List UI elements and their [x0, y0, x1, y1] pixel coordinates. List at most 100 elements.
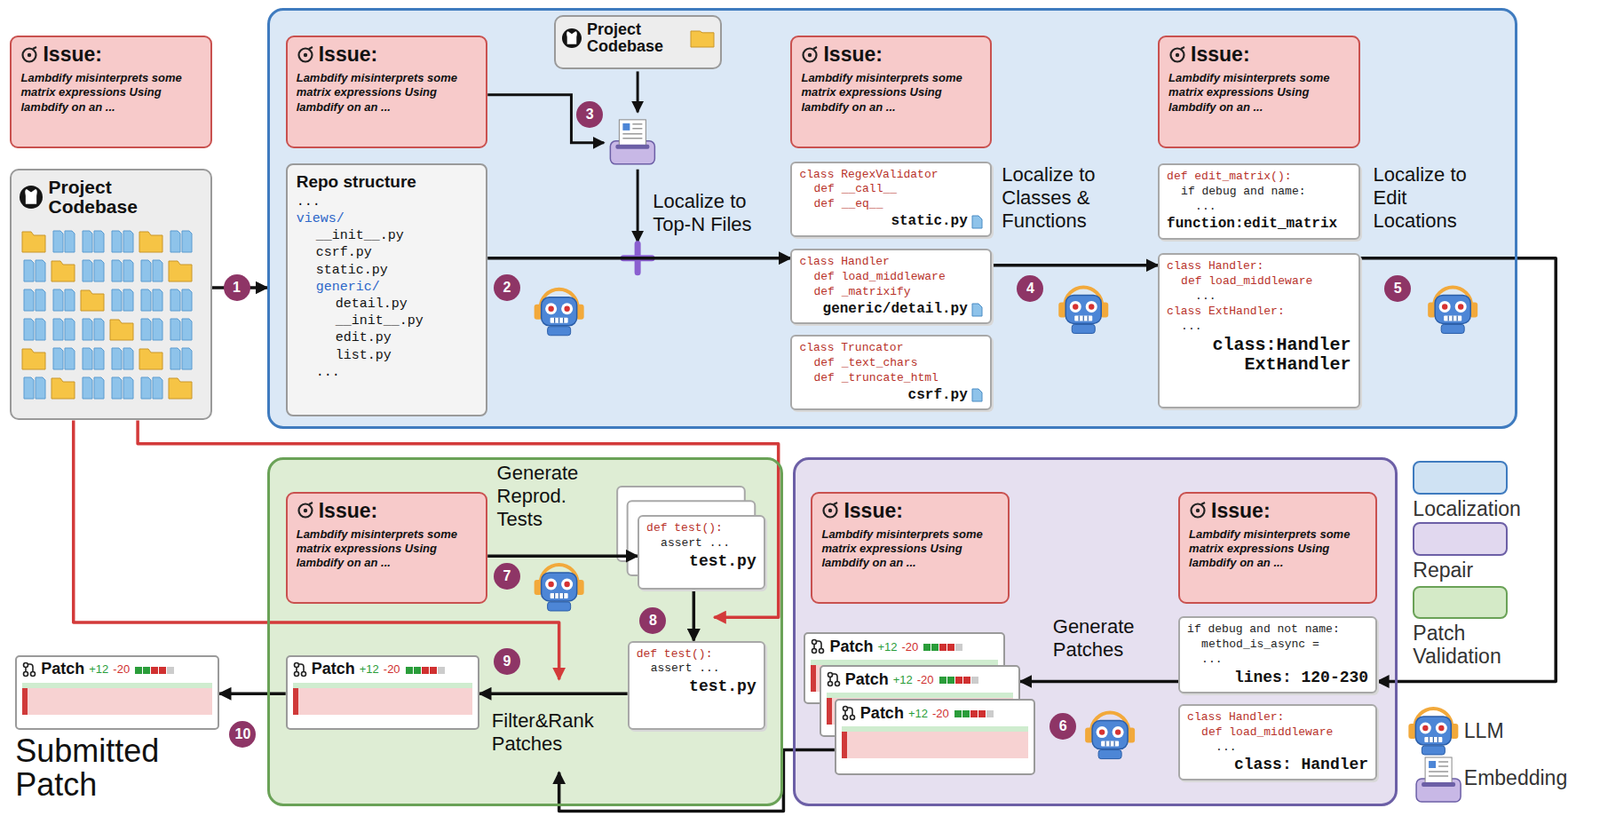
- code-line: class ExtHandler:: [1166, 304, 1352, 320]
- diff-square: [986, 710, 994, 718]
- function-box: def edit_matrix():if debug and name:...f…: [1157, 163, 1361, 240]
- issue-text: Lambdify misinterprets some matrix expre…: [800, 71, 981, 115]
- diff-square: [150, 666, 159, 674]
- issue-icon: [1168, 46, 1187, 64]
- patch-card: Patch+12-20: [834, 698, 1036, 776]
- code-line: class Truncator: [799, 340, 983, 357]
- code-line: def load_middleware: [1166, 274, 1352, 290]
- code-line: ...: [1187, 652, 1369, 668]
- code-line: class Handler: [799, 254, 983, 270]
- code-line: if debug and name:: [1166, 184, 1352, 200]
- issue-box: Issue:Lambdify misinterprets some matrix…: [9, 35, 213, 148]
- patch-title: Patch: [829, 637, 873, 657]
- diff-square: [134, 666, 143, 674]
- callout-number: 2: [493, 274, 521, 301]
- diff-square: [955, 676, 963, 684]
- diff-removed-area: [293, 688, 473, 715]
- diff-square: [437, 666, 445, 674]
- pull-request-icon: [22, 661, 37, 678]
- legend-swatch: [1412, 522, 1508, 556]
- code-footer: class: Handler: [1234, 756, 1369, 775]
- lines-added: +12: [88, 662, 109, 676]
- connector: [991, 263, 1158, 268]
- pull-request-icon: [826, 671, 841, 688]
- flow-arrow: [636, 169, 640, 243]
- diff-square: [963, 676, 971, 684]
- lines-added: +12: [893, 673, 913, 687]
- patch-title: Patch: [311, 659, 356, 679]
- code-footer: csrf.py: [908, 388, 968, 404]
- file-box: class Truncatordef _text_charsdef _trunc…: [790, 334, 991, 411]
- file-path: __init__.py: [296, 227, 478, 245]
- issue-icon: [20, 46, 39, 64]
- issue-icon: [296, 46, 315, 64]
- file-path: ...: [296, 364, 478, 381]
- issue-heading: Issue:: [318, 499, 378, 523]
- file-path: static.py: [296, 261, 478, 279]
- code-footer: static.py: [890, 213, 967, 230]
- pull-request-icon: [810, 638, 825, 655]
- legend-text: Localization: [1412, 498, 1521, 522]
- code-footer: lines: 120-230: [1234, 669, 1369, 688]
- output-caption: Submitted Patch: [15, 734, 220, 802]
- test-card: def test():assert ...test.py: [637, 514, 766, 590]
- step-label: Localize to Edit Locations: [1373, 163, 1491, 233]
- issue-icon: [1188, 501, 1207, 520]
- issue-text: Lambdify misinterprets some matrix expre…: [1168, 71, 1350, 115]
- issue-text: Lambdify misinterprets some matrix expre…: [296, 527, 478, 571]
- llm-robot: [1085, 712, 1135, 760]
- codebase-box: Project Codebase: [554, 15, 723, 70]
- code-line: def __call__: [799, 182, 983, 198]
- file-box: class Handlerdef load_middlewaredef _mat…: [790, 248, 991, 325]
- diff-square: [962, 710, 970, 718]
- code-line: def load_middleware: [1187, 725, 1369, 741]
- code-line: class Handler:: [1166, 259, 1352, 275]
- file-box: class RegexValidatordef __call__def __eq…: [790, 161, 991, 238]
- diff-square: [405, 666, 413, 674]
- lines-removed: -20: [917, 673, 935, 687]
- code-line: ...: [1166, 199, 1352, 215]
- issue-box: Issue:Lambdify misinterprets some matrix…: [810, 491, 1010, 604]
- repo-structure-box: Repo structure...views/__init__.pycsrf.p…: [285, 163, 489, 417]
- issue-box: Issue:Lambdify misinterprets some matrix…: [1157, 35, 1361, 148]
- issue-text: Lambdify misinterprets some matrix expre…: [296, 71, 478, 115]
- legend-swatch: [1412, 586, 1508, 620]
- code-footer: generic/detail.py: [823, 301, 968, 318]
- diff-square: [931, 643, 939, 651]
- lines-removed: -20: [901, 640, 919, 654]
- code-footer: test.py: [689, 678, 757, 697]
- connector: [479, 692, 628, 697]
- diff-square: [142, 666, 151, 674]
- callout-number: 1: [223, 274, 251, 301]
- step-label: Localize to Top-N Files: [652, 190, 770, 237]
- edit-location-box: class Handler:def load_middleware...clas…: [1178, 704, 1378, 781]
- issue-text: Lambdify misinterprets some matrix expre…: [1188, 527, 1367, 571]
- diff-removed-area: [841, 731, 1029, 759]
- code-footer: function:edit_matrix: [1166, 216, 1338, 233]
- issue-heading: Issue:: [843, 499, 903, 523]
- code-line: def load_middleware: [799, 269, 983, 286]
- embedding-icon: [1416, 757, 1461, 802]
- submitted-patch-card: Patch+12-20: [15, 655, 220, 730]
- code-line: def test():: [646, 521, 757, 537]
- callout-number: 9: [493, 648, 521, 675]
- code-line: def _text_chars: [799, 356, 983, 372]
- step-label: Localize to Classes & Functions: [1001, 163, 1119, 233]
- code-line: ...: [1166, 319, 1352, 335]
- file-path: views/: [296, 210, 478, 228]
- code-line: def __eq__: [799, 197, 983, 213]
- step-label: Filter&Rank Patches: [491, 709, 620, 756]
- diff-square: [954, 710, 962, 718]
- code-line: ...: [1166, 289, 1352, 305]
- lines-added: +12: [359, 662, 380, 676]
- edit-location-box: if debug and not name:method_is_async =.…: [1178, 616, 1378, 694]
- file-icon: [971, 214, 983, 230]
- file-path: generic/: [296, 278, 478, 296]
- flow-arrow: [636, 71, 640, 112]
- callout-number: 10: [229, 720, 256, 748]
- diff-removed-area: [22, 688, 213, 715]
- code-line: method_is_async =: [1187, 637, 1369, 653]
- file-path: list.py: [296, 347, 478, 365]
- code-line: class RegexValidator: [799, 167, 983, 183]
- llm-robot: [1408, 708, 1458, 755]
